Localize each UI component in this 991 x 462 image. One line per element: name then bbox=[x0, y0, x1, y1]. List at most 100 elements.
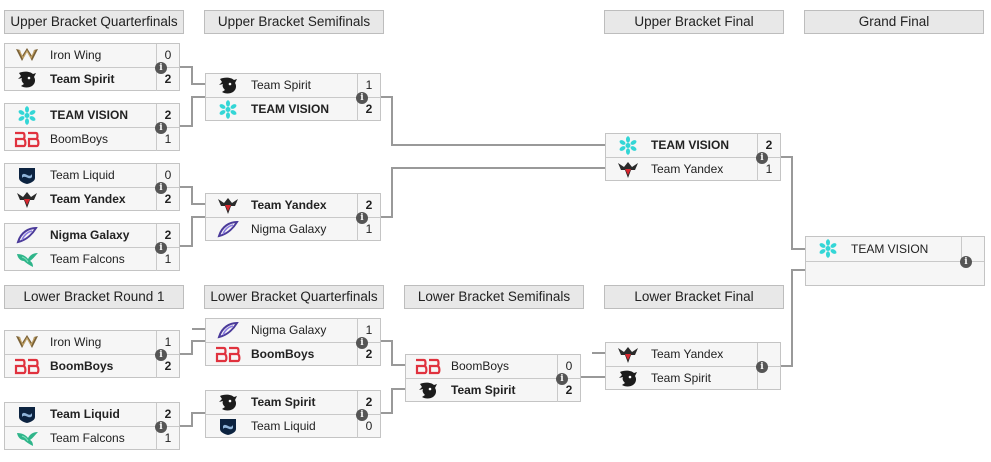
team-score: 1 bbox=[156, 248, 179, 271]
team-row: Team Yandex 1 bbox=[606, 157, 780, 181]
team-name: BoomBoys bbox=[50, 132, 109, 146]
team-name: Team Yandex bbox=[651, 347, 724, 361]
team-name: BoomBoys bbox=[251, 347, 315, 361]
match-info-icon[interactable]: i bbox=[756, 152, 768, 164]
match-grand-final: TEAM VISION i bbox=[805, 236, 985, 286]
team-yandex-logo bbox=[214, 196, 242, 215]
connector-ubsf2 bbox=[381, 167, 605, 218]
team-name: Team Yandex bbox=[251, 198, 327, 212]
team-row: Team Yandex 2 bbox=[206, 194, 380, 217]
team-row: Team Liquid 0 bbox=[5, 164, 179, 187]
team-spirit-logo bbox=[414, 381, 442, 400]
boomboys-logo bbox=[13, 130, 41, 149]
team-yandex-logo bbox=[614, 160, 642, 179]
team-falcons-logo bbox=[13, 250, 41, 269]
team-row: Team Spirit bbox=[606, 366, 780, 390]
team-name: Team Spirit bbox=[251, 395, 316, 409]
team-score: 2 bbox=[357, 343, 380, 366]
team-score: 1 bbox=[357, 319, 380, 342]
team-row: Iron Wing 1 bbox=[5, 331, 179, 354]
match-lbr1-1: Iron Wing 1 BoomBoys 2 i bbox=[4, 330, 180, 378]
connector-ubqf2 bbox=[180, 96, 205, 127]
connector-lbf bbox=[781, 269, 805, 367]
team-score: 2 bbox=[357, 391, 380, 414]
team-vision-logo bbox=[13, 106, 41, 125]
iron-wing-logo bbox=[13, 46, 41, 65]
connector-ubqf4 bbox=[180, 216, 205, 247]
team-score: 2 bbox=[357, 98, 380, 121]
connector-lbr1a bbox=[180, 340, 205, 355]
match-info-icon[interactable]: i bbox=[155, 62, 167, 74]
team-row: TEAM VISION 2 bbox=[5, 104, 179, 127]
team-name: Team Spirit bbox=[651, 371, 712, 385]
team-name: Team Yandex bbox=[50, 192, 126, 206]
team-name: Iron Wing bbox=[50, 335, 102, 349]
match-ubqf-3: Team Liquid 0 Team Yandex 2 i bbox=[4, 163, 180, 211]
team-spirit-logo bbox=[614, 369, 642, 388]
team-score: 2 bbox=[156, 224, 179, 247]
match-info-icon[interactable]: i bbox=[155, 349, 167, 361]
team-row: Team Falcons 1 bbox=[5, 426, 179, 450]
team-score: 2 bbox=[156, 403, 179, 426]
team-vision-logo bbox=[214, 100, 242, 119]
match-ubsf-2: Team Yandex 2 Nigma Galaxy 1 i bbox=[205, 193, 381, 241]
match-info-icon[interactable]: i bbox=[155, 182, 167, 194]
team-score: 2 bbox=[156, 188, 179, 211]
team-row: BoomBoys 2 bbox=[5, 354, 179, 378]
match-lbqf-2: Team Spirit 2 Team Liquid 0 i bbox=[205, 390, 381, 438]
team-row: Team Falcons 1 bbox=[5, 247, 179, 271]
team-name: BoomBoys bbox=[451, 359, 510, 373]
team-score: 2 bbox=[357, 194, 380, 217]
connector-ubqf3 bbox=[180, 186, 205, 205]
team-name: Iron Wing bbox=[50, 48, 102, 62]
match-upper-final: TEAM VISION 2 Team Yandex 1 i bbox=[605, 133, 781, 181]
team-spirit-logo bbox=[214, 393, 242, 412]
connector-ubsf1 bbox=[381, 96, 605, 146]
match-lbr1-2: Team Liquid 2 Team Falcons 1 i bbox=[4, 402, 180, 450]
team-row: Nigma Galaxy 1 bbox=[206, 217, 380, 241]
team-liquid-logo bbox=[13, 405, 41, 424]
match-info-icon[interactable]: i bbox=[756, 361, 768, 373]
team-score bbox=[757, 343, 780, 366]
team-row: Iron Wing 0 bbox=[5, 44, 179, 67]
match-info-icon[interactable]: i bbox=[356, 92, 368, 104]
team-liquid-logo bbox=[214, 417, 242, 436]
match-info-icon[interactable]: i bbox=[356, 212, 368, 224]
team-name: Nigma Galaxy bbox=[251, 222, 327, 236]
team-score: 2 bbox=[557, 379, 580, 402]
team-yandex-logo bbox=[13, 190, 41, 209]
match-info-icon[interactable]: i bbox=[356, 409, 368, 421]
iron-wing-logo bbox=[13, 333, 41, 352]
team-score: 2 bbox=[156, 355, 179, 378]
team-name: Nigma Galaxy bbox=[251, 323, 327, 337]
team-row: Team Spirit 2 bbox=[206, 391, 380, 414]
team-name: TEAM VISION bbox=[851, 242, 929, 256]
connector-ubqf1 bbox=[180, 66, 205, 85]
match-info-icon[interactable]: i bbox=[356, 337, 368, 349]
match-info-icon[interactable]: i bbox=[155, 122, 167, 134]
team-row: BoomBoys 0 bbox=[406, 355, 580, 378]
header-lower-bracket-quarterfinals: Lower Bracket Quarterfinals bbox=[204, 285, 384, 309]
team-row: TEAM VISION bbox=[806, 237, 984, 262]
team-row: TEAM VISION 2 bbox=[606, 134, 780, 157]
match-lbsf: BoomBoys 0 Team Spirit 2 i bbox=[405, 354, 581, 402]
team-name: Team Spirit bbox=[251, 78, 312, 92]
match-info-icon[interactable]: i bbox=[556, 373, 568, 385]
match-info-icon[interactable]: i bbox=[155, 421, 167, 433]
team-row: Team Liquid 2 bbox=[5, 403, 179, 426]
match-info-icon[interactable]: i bbox=[960, 256, 972, 268]
team-row: Team Yandex 2 bbox=[5, 187, 179, 211]
header-lower-bracket-final: Lower Bracket Final bbox=[604, 285, 784, 309]
team-score: 1 bbox=[156, 427, 179, 450]
team-score bbox=[757, 367, 780, 390]
team-row: Nigma Galaxy 1 bbox=[206, 319, 380, 342]
match-info-icon[interactable]: i bbox=[155, 242, 167, 254]
team-liquid-logo bbox=[13, 166, 41, 185]
header-upper-bracket-semifinals: Upper Bracket Semifinals bbox=[204, 10, 384, 34]
team-score: 1 bbox=[156, 128, 179, 151]
team-falcons-logo bbox=[13, 429, 41, 448]
team-name: BoomBoys bbox=[50, 359, 114, 373]
team-vision-logo bbox=[814, 239, 842, 258]
team-row: BoomBoys 1 bbox=[5, 127, 179, 151]
header-upper-bracket-quarterfinals: Upper Bracket Quarterfinals bbox=[4, 10, 184, 34]
